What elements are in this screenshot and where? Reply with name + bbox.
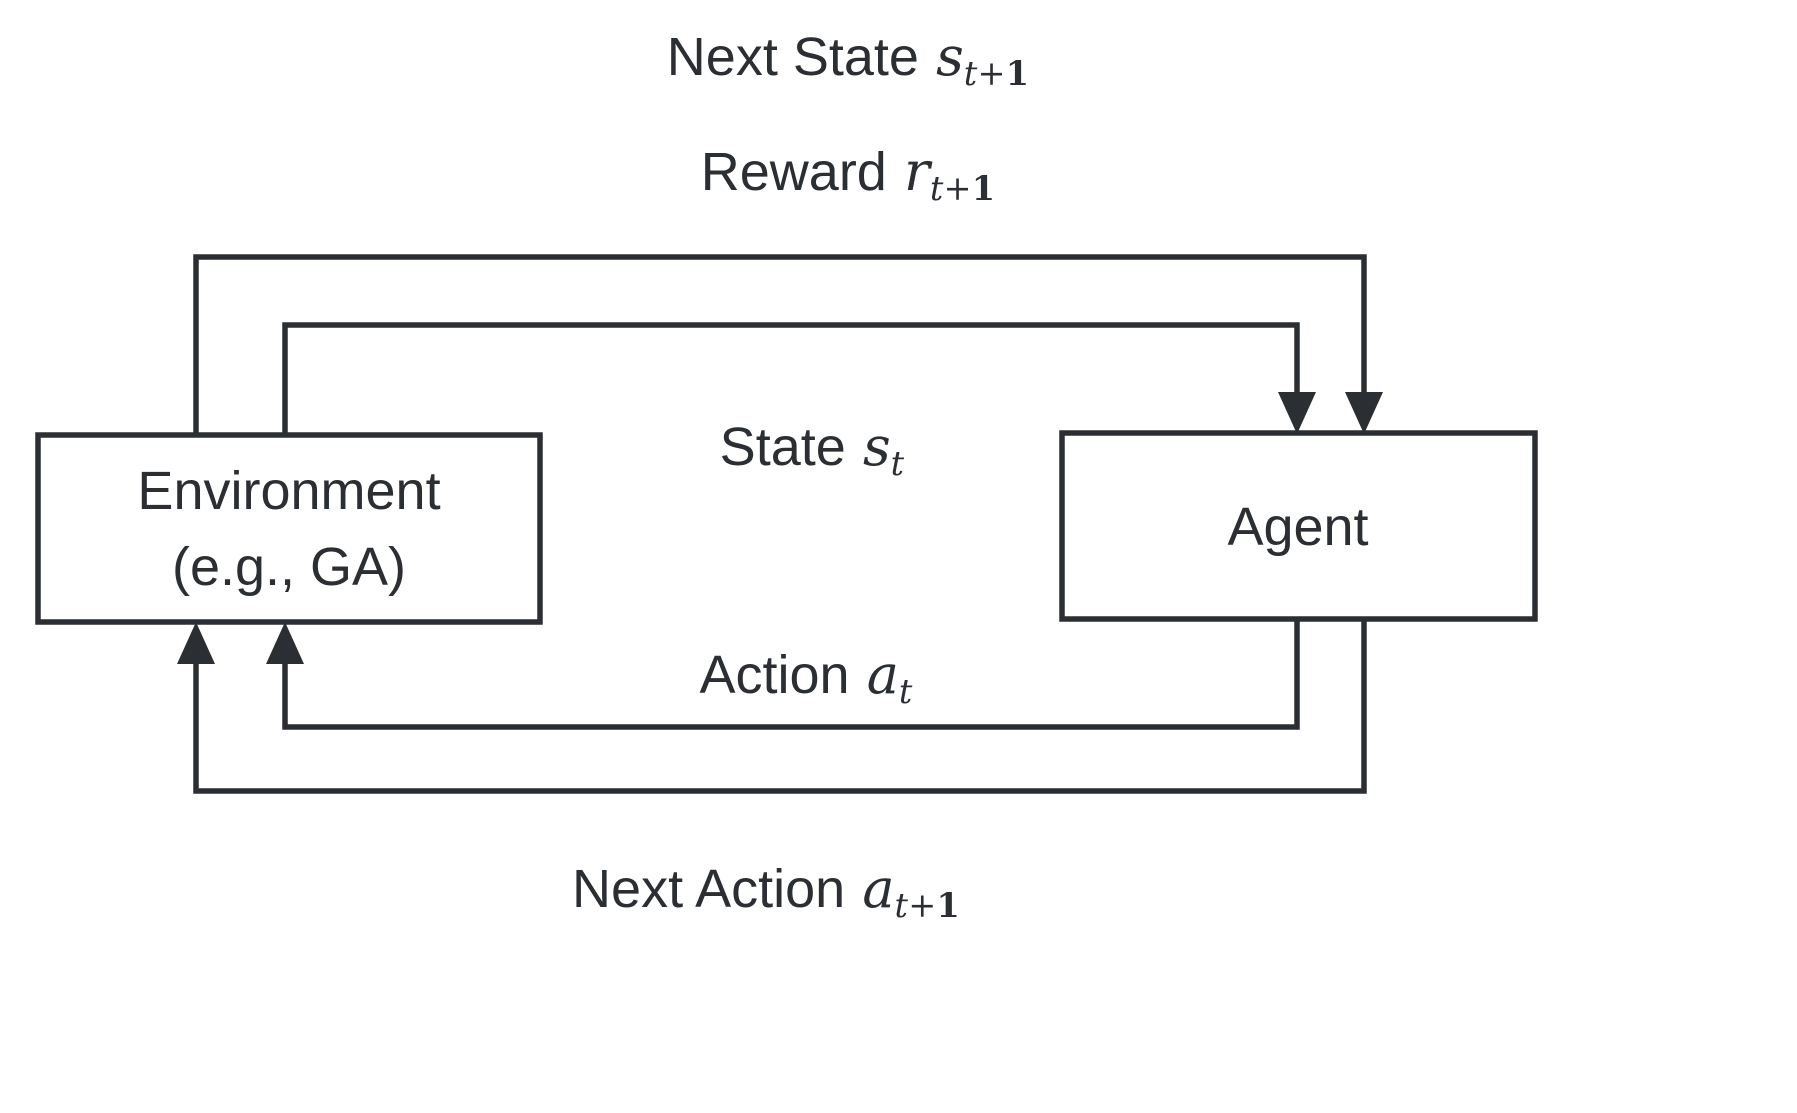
label-reward-symbol: rt+1 [904,140,996,209]
label-next-state-symbol: st+1 [936,25,1030,94]
label-action: Action at [699,648,912,709]
agent-box [1059,430,1538,622]
label-next-action-text: Next Action [572,859,846,919]
label-state: State st [720,420,905,481]
environment-label-line1: Environment [137,461,441,521]
label-next-action: Next Action at+1 [572,862,960,923]
environment-box [35,432,543,625]
label-action-text: Action [699,645,850,705]
label-state-text: State [719,417,846,477]
arrowhead-up-environment-outer [177,622,215,664]
arrowhead-down-agent-inner [1278,392,1316,434]
label-next-state: Next State st+1 [667,30,1029,91]
agent-label: Agent [1227,497,1369,557]
connection-next-action [177,616,1367,794]
arrowhead-down-agent-outer [1345,392,1383,434]
label-reward: Reward rt+1 [701,145,995,206]
label-next-state-text: Next State [666,27,919,87]
connection-action [266,616,1300,730]
connection-state [282,322,1316,438]
connection-next-state-reward [193,254,1383,438]
label-action-symbol: at [866,643,913,712]
label-next-action-symbol: at+1 [862,857,960,926]
arrowhead-up-environment-inner [266,622,304,664]
environment-label-line2: (e.g., GA) [171,537,407,597]
label-reward-text: Reward [700,142,887,202]
label-state-symbol: st [862,415,905,484]
